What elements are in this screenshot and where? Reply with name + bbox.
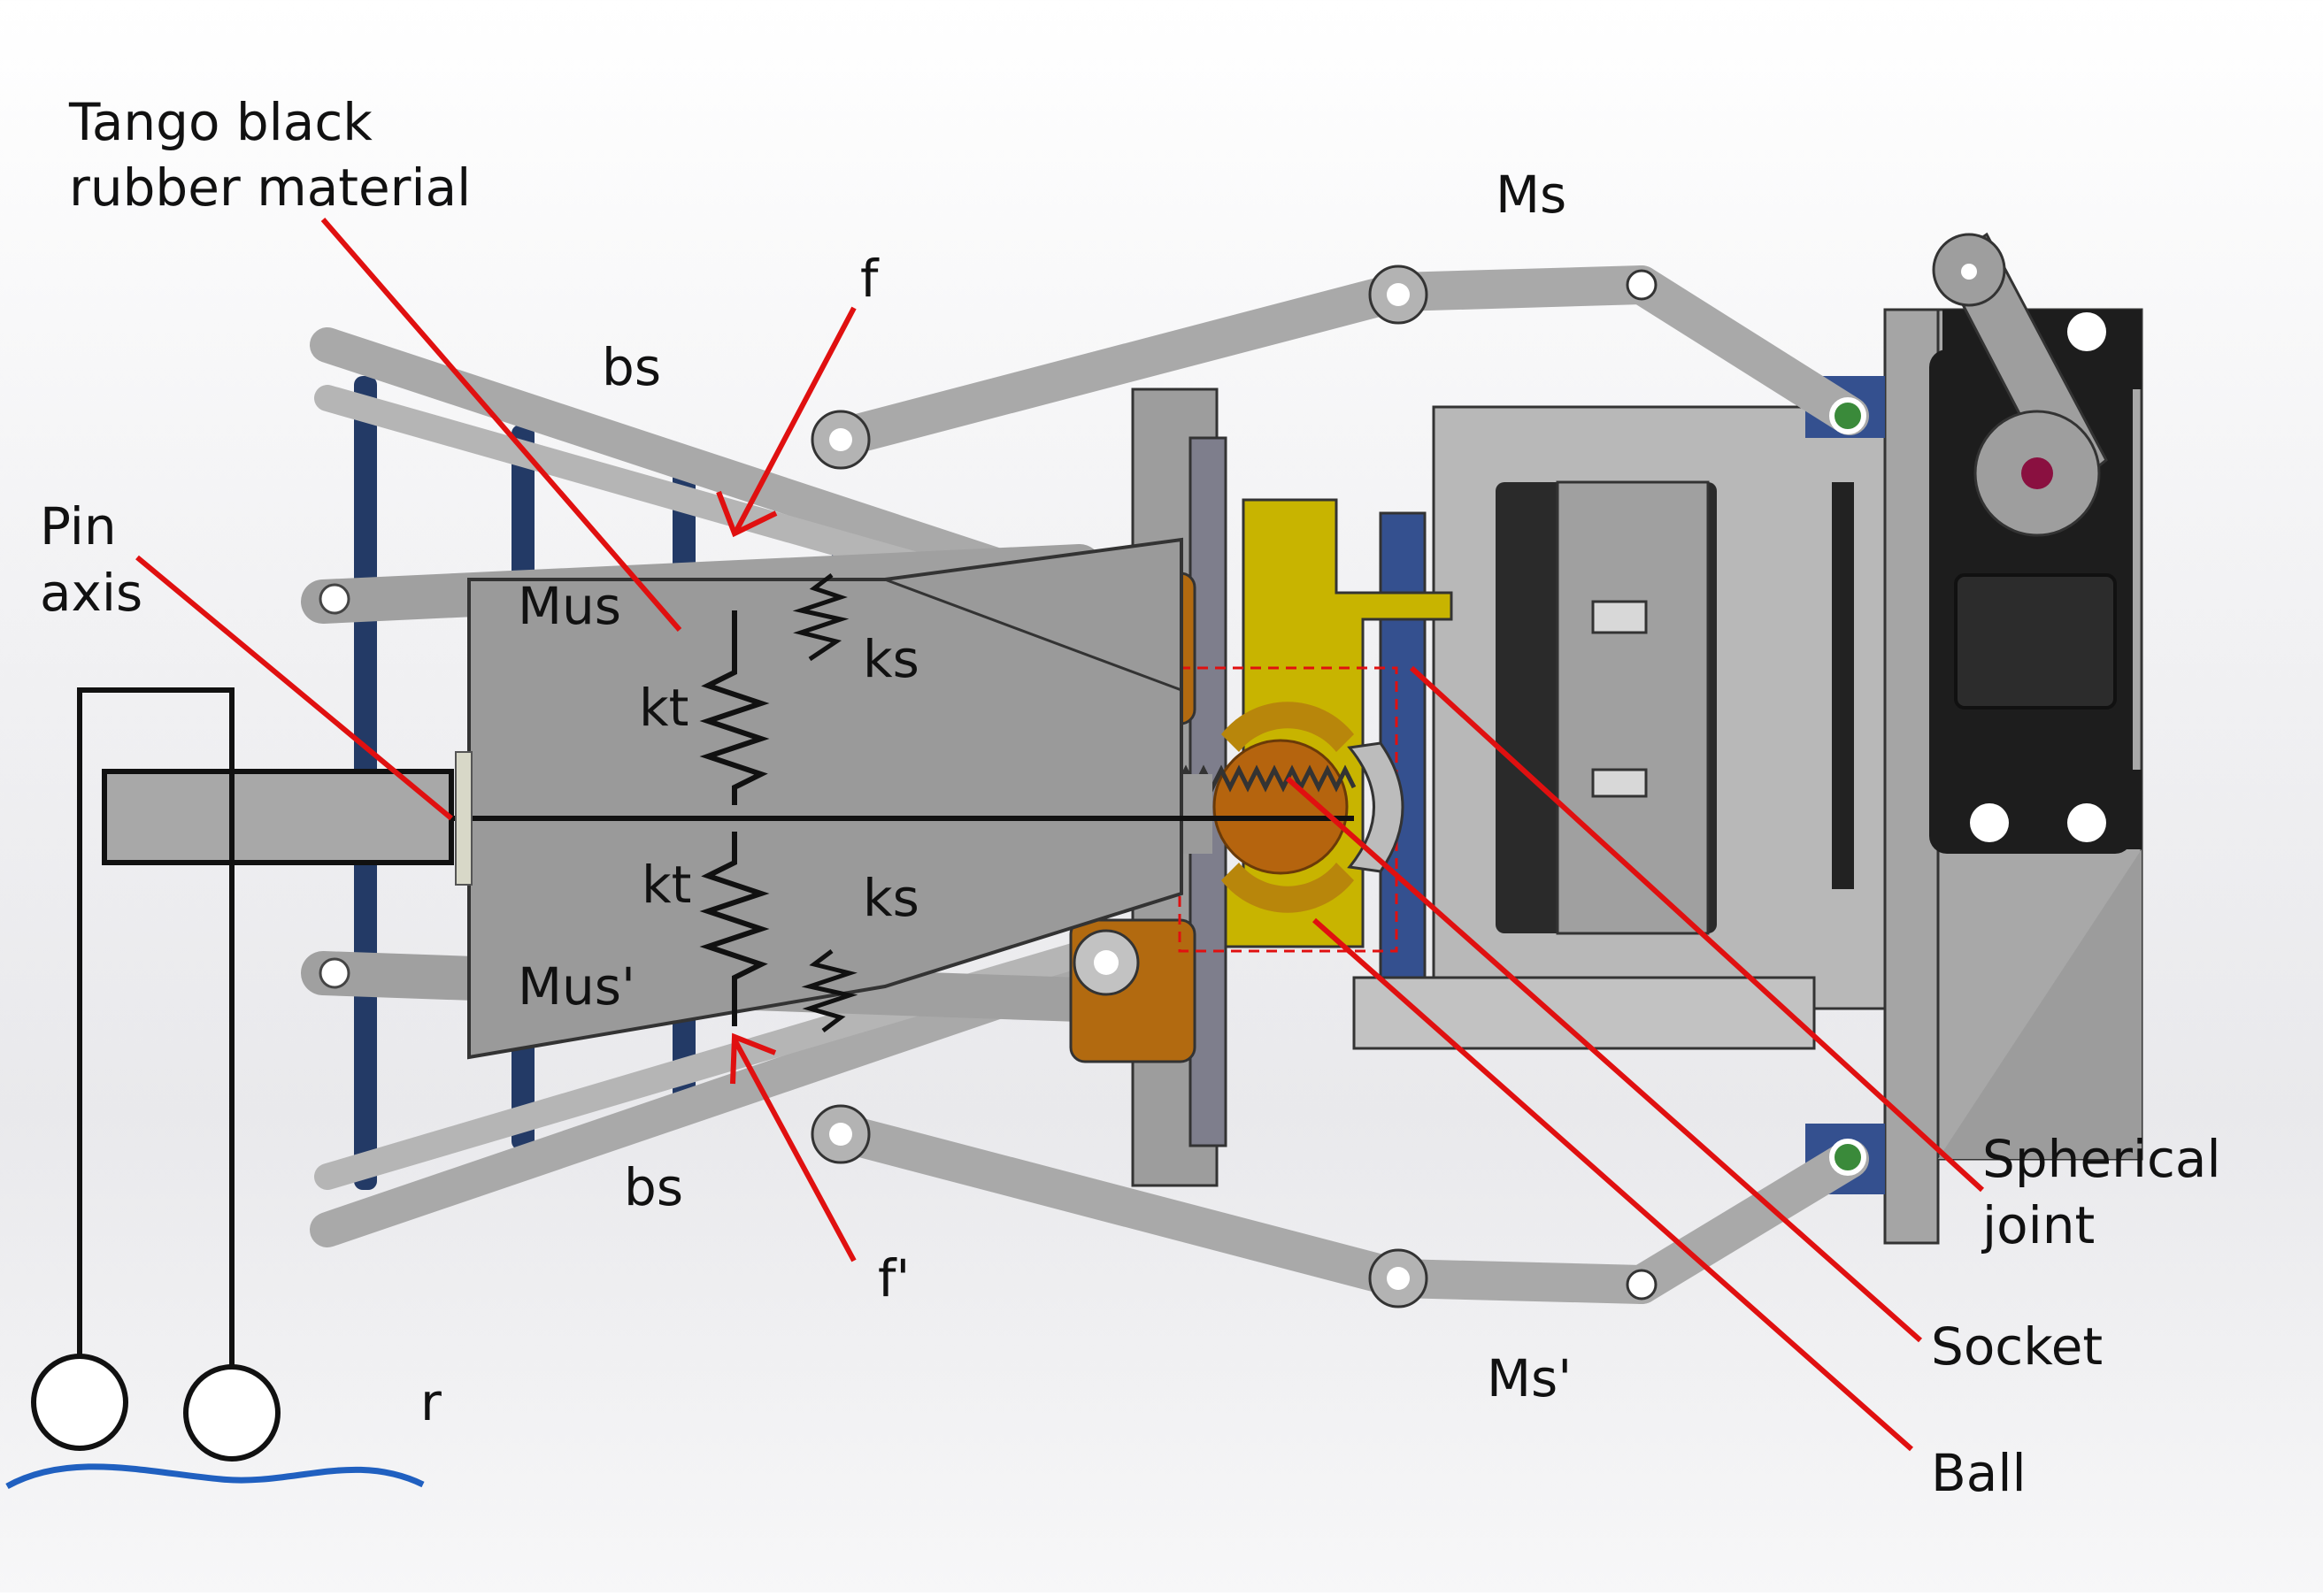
label-r: r — [420, 1372, 442, 1432]
servo-hole-2 — [1970, 803, 2009, 842]
link-ms-bottom-right — [1622, 1139, 1869, 1304]
link-ms-bottom-left — [821, 1113, 1418, 1298]
label-pin-line2: axis — [40, 563, 142, 623]
servo-hole-3 — [2067, 803, 2106, 842]
link-ms-top-left — [821, 272, 1418, 457]
spring-kt-top — [699, 610, 770, 805]
pivot-3 — [1626, 269, 1658, 301]
thin-plate — [1832, 482, 1854, 889]
pin-bar — [102, 769, 454, 865]
pivot-4 — [1829, 397, 1866, 434]
label-ms: Ms — [1496, 165, 1566, 225]
leader-tango — [320, 218, 682, 632]
servo-spline — [2021, 457, 2053, 489]
servo — [1929, 232, 2143, 1161]
label-pin-line1: Pin — [40, 496, 117, 556]
leader-ball — [1312, 917, 1913, 1452]
link-ms-bottom-mid — [1379, 1259, 1661, 1304]
pivot-8 — [1829, 1139, 1866, 1176]
label-ms-prime: Ms' — [1487, 1348, 1572, 1408]
spring-kt-bottom — [699, 832, 770, 1026]
rubber-edge-bottom — [884, 892, 1182, 988]
label-ks-top: ks — [863, 629, 919, 689]
rubber-body — [451, 537, 1354, 1060]
label-tango-line1: Tango black — [68, 92, 373, 152]
bronze-pivot-bottom-hole — [1094, 950, 1119, 975]
label-tango-line2: rubber material — [69, 157, 471, 218]
link-ms-top-mid — [1379, 265, 1661, 311]
annotation-leaders — [135, 218, 1985, 1452]
servo-gusset — [1938, 849, 2142, 1159]
arrow-f-head — [716, 490, 778, 538]
label-kt-top: kt — [639, 678, 688, 738]
socket-upper-ring — [1221, 702, 1354, 752]
socket-cup — [1347, 741, 1404, 873]
servo-bottom — [1942, 770, 2142, 849]
label-bs-bottom: bs — [624, 1157, 683, 1217]
spring-ks-top — [792, 573, 850, 662]
pivot-1-hole — [829, 428, 852, 451]
label-ball: Ball — [1931, 1443, 2027, 1503]
motor-slot-2 — [1591, 768, 1648, 798]
wheel-left — [31, 1354, 128, 1451]
socket-lower-ring — [1221, 863, 1354, 913]
label-mus-prime: Mus' — [518, 956, 635, 1017]
servo-hole-1 — [2067, 312, 2106, 351]
rubber-edge-top — [884, 578, 1182, 692]
label-mus: Mus — [518, 576, 621, 636]
label-spherical-line1: Spherical — [1982, 1129, 2221, 1189]
labels: Tango black rubber material Pin axis f f… — [40, 92, 2221, 1503]
road-profile — [5, 1463, 425, 1490]
label-f-prime: f' — [878, 1248, 910, 1308]
ball — [1212, 739, 1349, 875]
motor-slot-1 — [1591, 600, 1648, 634]
base-plate — [1352, 976, 1816, 1050]
arrow-f-shaft — [734, 306, 857, 533]
arrow-f-prime-head — [730, 1032, 777, 1085]
label-bs-top: bs — [602, 337, 661, 397]
leader-spherical-joint — [1409, 665, 1985, 1193]
pivot-6-hole — [1387, 1267, 1410, 1290]
pivot-5-hole — [829, 1123, 852, 1146]
label-ks-bottom: ks — [863, 868, 919, 928]
pivot-2-hole — [1387, 283, 1410, 306]
wheel-right — [183, 1364, 281, 1462]
link-ms-top-right — [1622, 265, 1869, 435]
pin-hole-top — [319, 583, 350, 615]
label-f: f — [860, 249, 880, 309]
servo-label-area — [1954, 573, 2117, 710]
wheel-frame — [77, 687, 235, 1367]
label-spherical-line2: joint — [1981, 1195, 2095, 1255]
wheel-model — [5, 687, 454, 1490]
linkage-ms-top — [811, 265, 1869, 470]
pin-flange — [455, 751, 473, 886]
pin-hole-bottom — [319, 957, 350, 989]
linkage-ms-bottom — [811, 1104, 1869, 1308]
servo-horn-hole — [1961, 264, 1977, 280]
pivot-7 — [1626, 1269, 1658, 1301]
springs — [699, 573, 858, 1032]
arrow-f-prime-shaft — [732, 1038, 857, 1262]
motor-body — [1556, 480, 1710, 935]
leader-socket — [1286, 776, 1922, 1343]
leader-pin-axis — [135, 555, 453, 821]
spring-ks-bottom — [801, 949, 858, 1032]
label-kt-bottom: kt — [642, 855, 691, 915]
label-socket: Socket — [1931, 1316, 2103, 1377]
